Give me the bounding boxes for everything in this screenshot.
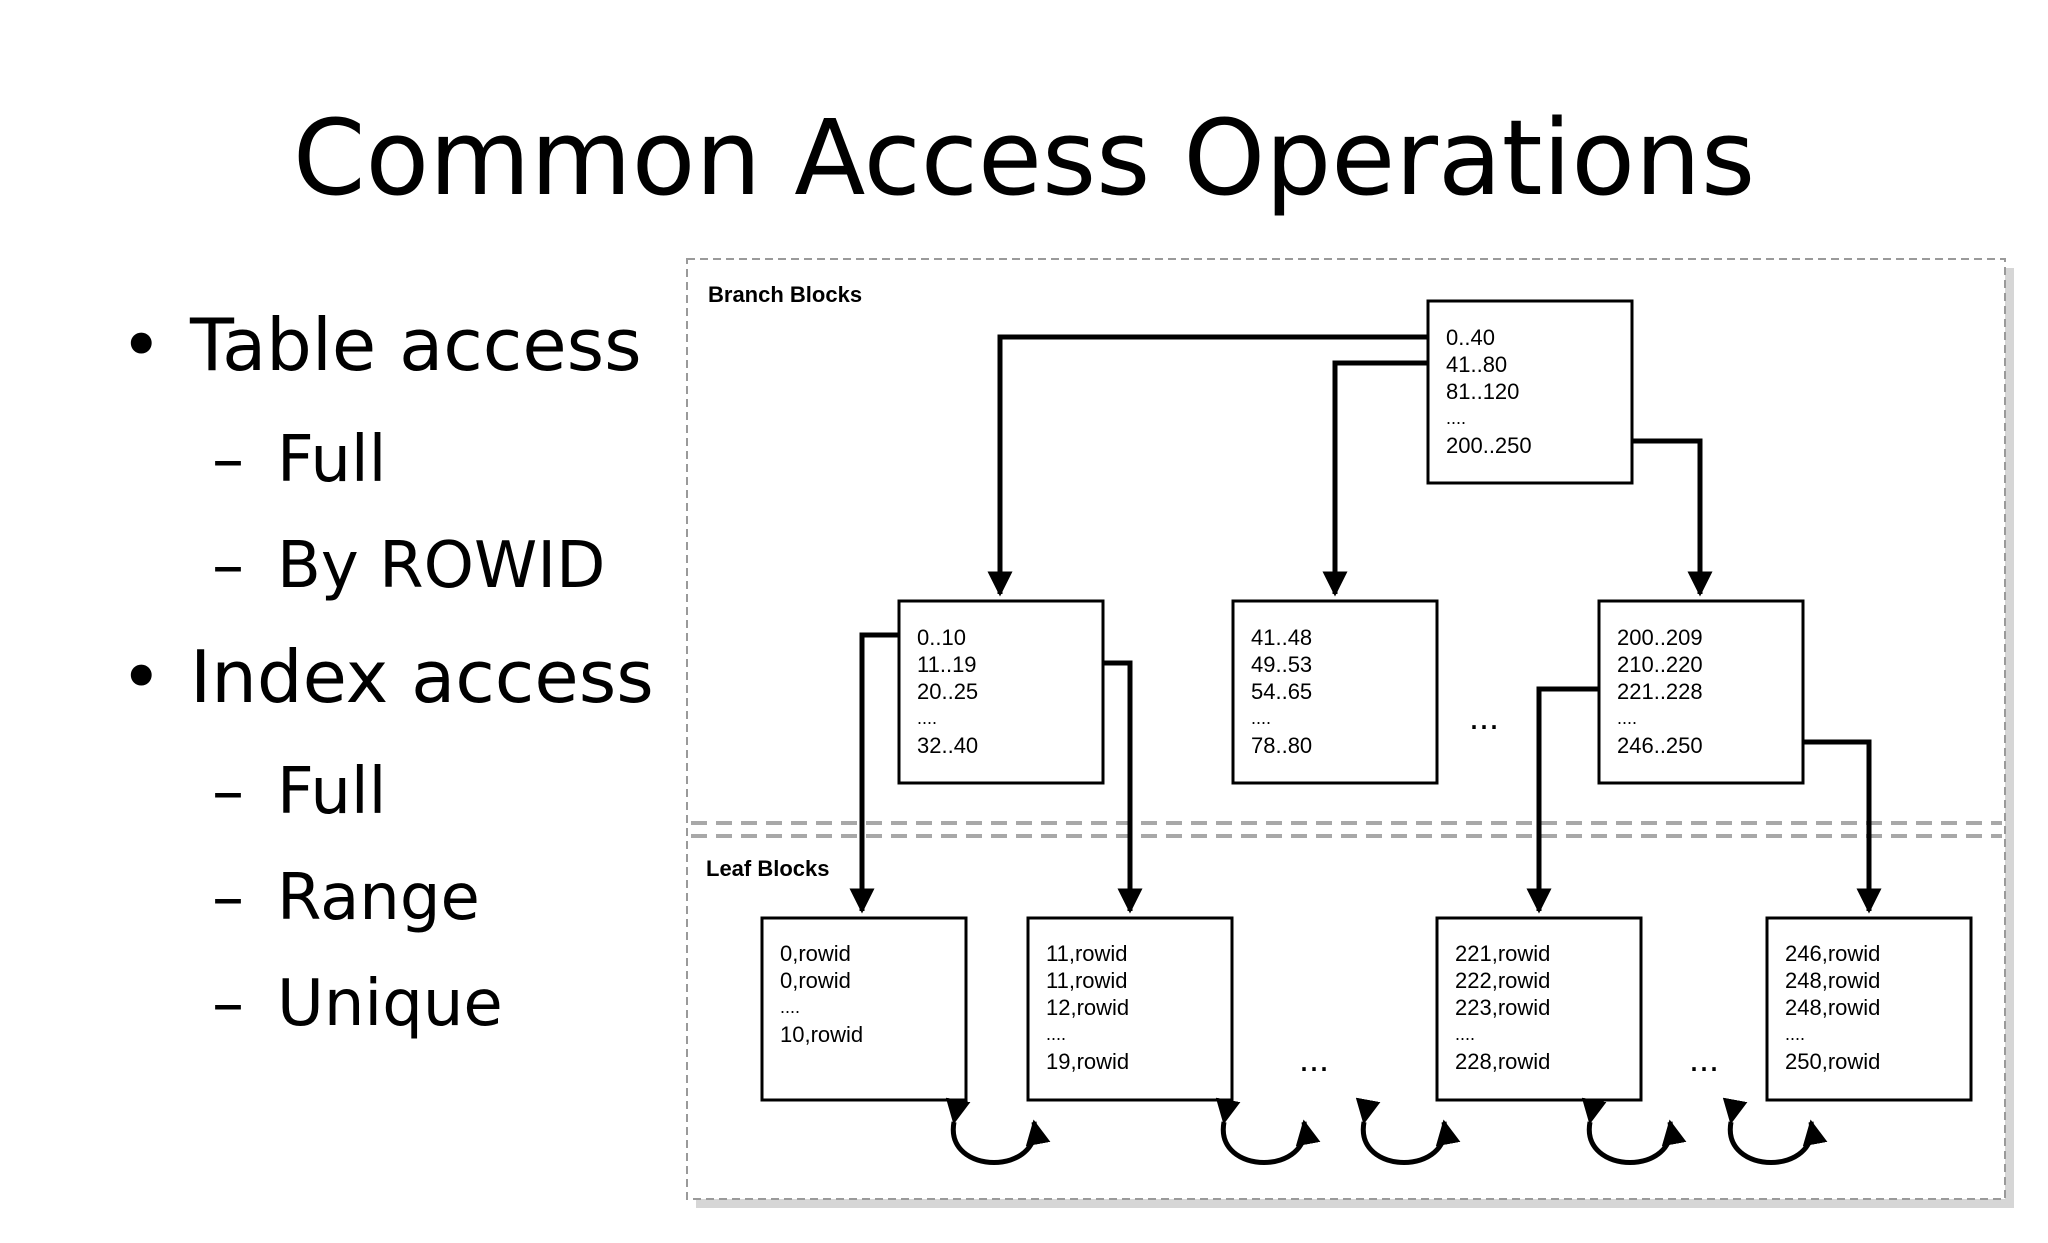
block-entry: 246,rowid (1785, 941, 1880, 966)
btree-diagram: Branch Blocks Leaf Blocks 0..40 41..80 8… (684, 256, 2034, 1230)
dash-icon: – (212, 529, 244, 603)
subitem-label: By ROWID (277, 529, 606, 603)
block-entry: .... (1046, 1024, 1066, 1044)
sibling-link-arrow (1722, 1097, 1828, 1165)
ellipsis-leaf-right: ... (1689, 1038, 1719, 1079)
block-entry: 248,rowid (1785, 995, 1880, 1020)
branch-blocks-label: Branch Blocks (708, 282, 862, 307)
block-entry: 210..220 (1617, 652, 1703, 677)
block-entry: 222,rowid (1455, 968, 1550, 993)
subitem-index-range: –Range (212, 858, 480, 938)
arrow-branch-to-leaf-3 (1526, 686, 1599, 914)
dash-icon: – (212, 423, 244, 497)
block-entry: 246..250 (1617, 733, 1703, 758)
block-entry: 41..80 (1446, 352, 1507, 377)
block-entry: .... (1455, 1024, 1475, 1044)
arrow-branch-to-leaf-2 (1103, 660, 1143, 914)
subitem-label: Range (277, 861, 480, 935)
root-block: 0..40 41..80 81..120 .... 200..250 (1426, 299, 1634, 485)
bullet-dot-icon: • (120, 635, 163, 719)
block-entry: 41..48 (1251, 625, 1312, 650)
block-entry: 81..120 (1446, 379, 1519, 404)
arrow-root-to-branch-2 (1322, 360, 1428, 597)
block-entry: 11,rowid (1046, 941, 1128, 966)
block-entry: 0,rowid (780, 968, 851, 993)
subitem-table-by-rowid: –By ROWID (212, 526, 605, 606)
block-entry: 228,rowid (1455, 1049, 1550, 1074)
subitem-table-full: –Full (212, 420, 386, 500)
subitem-index-full: –Full (212, 752, 386, 832)
sibling-link-arrow (1215, 1097, 1321, 1165)
block-entry: 19,rowid (1046, 1049, 1129, 1074)
branch-block-box (1231, 599, 1439, 785)
arrow-branch-to-leaf-4 (1803, 739, 1882, 914)
block-entry: 78..80 (1251, 733, 1312, 758)
bullet-label: Table access (190, 303, 642, 387)
bullet-dot-icon: • (120, 303, 163, 387)
arrow-root-to-branch-3 (1632, 438, 1713, 597)
bullet-table-access: • Table access (120, 300, 642, 390)
sibling-link-arrow (945, 1097, 1051, 1165)
block-entry: 11,rowid (1046, 968, 1128, 993)
block-entry: 49..53 (1251, 652, 1312, 677)
block-entry: 223,rowid (1455, 995, 1550, 1020)
subitem-label: Full (277, 755, 387, 829)
ellipsis-branch: ... (1469, 696, 1499, 737)
block-entry: 10,rowid (780, 1022, 863, 1047)
block-entry: 11..19 (917, 652, 977, 677)
block-entry: 250,rowid (1785, 1049, 1880, 1074)
sibling-link-arrow (1355, 1097, 1461, 1165)
arrow-root-to-branch-1 (987, 334, 1428, 597)
block-entry: 0..40 (1446, 325, 1495, 350)
subitem-index-unique: –Unique (212, 964, 503, 1044)
arrow-branch-to-leaf-1 (849, 632, 899, 914)
block-entry: 200..209 (1617, 625, 1703, 650)
subitem-label: Unique (277, 967, 503, 1041)
dash-icon: – (212, 967, 244, 1041)
leaf-block: 11,rowid 11,rowid 12,rowid .... 19,rowid (1026, 916, 1234, 1102)
ellipsis-leaf-left: ... (1299, 1038, 1329, 1079)
block-entry: .... (1251, 708, 1271, 728)
block-entry: .... (917, 708, 937, 728)
branch-block-box (1597, 599, 1805, 785)
block-entry: 54..65 (1251, 679, 1312, 704)
subitem-label: Full (277, 423, 387, 497)
block-entry: 221..228 (1617, 679, 1703, 704)
block-entry: 0..10 (917, 625, 966, 650)
dash-icon: – (212, 755, 244, 829)
block-entry: .... (1785, 1024, 1805, 1044)
leaf-blocks-label: Leaf Blocks (706, 856, 830, 881)
branch-block: 200..209 210..220 221..228 .... 246..250 (1597, 599, 1805, 785)
leaf-block-box (760, 916, 968, 1102)
block-entry: 248,rowid (1785, 968, 1880, 993)
block-entry: 32..40 (917, 733, 978, 758)
branch-block-box (897, 599, 1105, 785)
leaf-block: 246,rowid 248,rowid 248,rowid .... 250,r… (1765, 916, 1973, 1102)
block-entry: 12,rowid (1046, 995, 1129, 1020)
branch-block: 41..48 49..53 54..65 .... 78..80 (1231, 599, 1439, 785)
leaf-block-box (1765, 916, 1973, 1102)
sibling-link-arrow (1581, 1097, 1687, 1165)
leaf-block: 221,rowid 222,rowid 223,rowid .... 228,r… (1435, 916, 1643, 1102)
root-block-box (1426, 299, 1634, 485)
branch-block: 0..10 11..19 20..25 .... 32..40 (897, 599, 1105, 785)
leaf-block-box (1435, 916, 1643, 1102)
leaf-block: 0,rowid 0,rowid .... 10,rowid (760, 916, 968, 1102)
block-entry: 0,rowid (780, 941, 851, 966)
block-entry: 20..25 (917, 679, 978, 704)
block-entry: .... (780, 997, 800, 1017)
dash-icon: – (212, 861, 244, 935)
block-entry: .... (1617, 708, 1637, 728)
block-entry: 221,rowid (1455, 941, 1550, 966)
bullet-label: Index access (190, 635, 654, 719)
bullet-index-access: • Index access (120, 632, 654, 722)
slide-title: Common Access Operations (292, 97, 1756, 219)
block-entry: 200..250 (1446, 433, 1532, 458)
leaf-block-box (1026, 916, 1234, 1102)
block-entry: .... (1446, 408, 1466, 428)
